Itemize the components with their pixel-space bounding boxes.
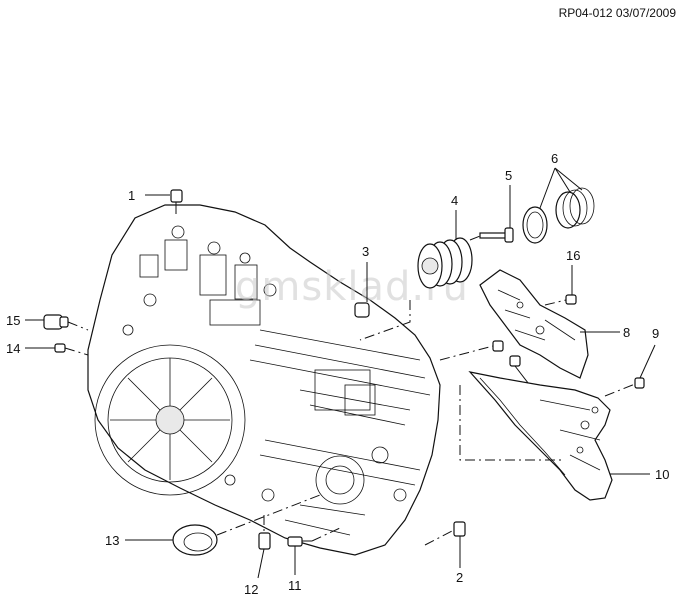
part-4-piston: 4 <box>359 193 473 341</box>
callout-2: 2 <box>456 570 463 585</box>
callout-12: 12 <box>244 582 258 597</box>
callout-6: 6 <box>551 151 558 166</box>
part-11-bolt: 11 <box>287 527 341 593</box>
callout-8: 8 <box>623 325 630 340</box>
part-6-spring-set: 6 <box>522 151 595 244</box>
part-10-cover: 10 <box>459 371 669 501</box>
diagram-reference-id: RP04-012 03/07/2009 <box>558 6 676 20</box>
part-2-plug: 2 <box>424 521 466 585</box>
callout-13: 13 <box>105 533 119 548</box>
callout-5: 5 <box>505 168 512 183</box>
callout-14: 14 <box>6 341 20 356</box>
part-12-fitting: 12 <box>244 515 271 597</box>
part-5-rod: 5 <box>469 168 514 243</box>
callout-9: 9 <box>652 326 659 341</box>
callout-15: 15 <box>6 313 20 328</box>
callout-16: 16 <box>566 248 580 263</box>
part-13-seal: 13 <box>105 494 321 556</box>
part-14-pin: 14 <box>6 341 89 356</box>
part-15-plug: 15 <box>6 313 89 331</box>
callout-1: 1 <box>128 188 135 203</box>
callout-4: 4 <box>451 193 458 208</box>
part-16-nut: 16 <box>544 248 580 306</box>
part-3-bushing: 3 <box>354 244 370 318</box>
part-8-bracket: 8 <box>439 269 630 379</box>
part-1-plug: 1 <box>128 188 183 214</box>
transmission-housing <box>87 204 441 556</box>
callout-3: 3 <box>362 244 369 259</box>
part-9-screw: 9 <box>604 326 659 397</box>
callout-10: 10 <box>655 467 669 482</box>
callout-11: 11 <box>288 578 302 593</box>
